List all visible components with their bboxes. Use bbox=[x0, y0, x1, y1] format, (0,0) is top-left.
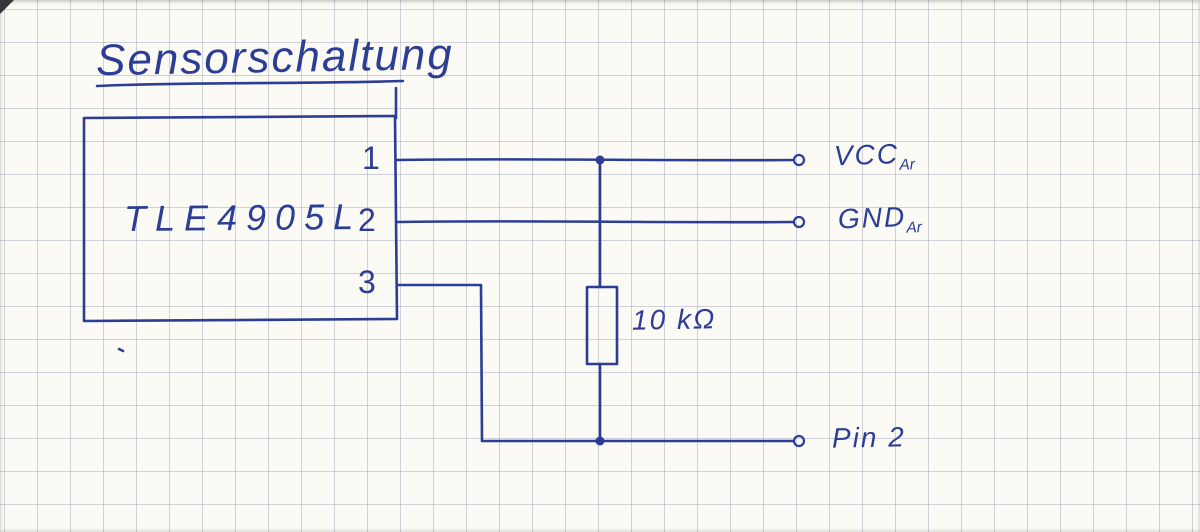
pin-number-1: 1 bbox=[362, 140, 380, 176]
terminal-vcc bbox=[792, 153, 806, 167]
component-label: TLE4905L bbox=[123, 195, 363, 240]
wire-gnd bbox=[395, 219, 795, 224]
net-label-gnd-text: GND bbox=[837, 201, 907, 235]
pin-number-3: 3 bbox=[358, 264, 376, 300]
net-label-gnd-subscript: Ar bbox=[906, 219, 923, 237]
ink-speck bbox=[117, 347, 125, 353]
wire-out bbox=[395, 283, 795, 443]
wire-vcc bbox=[395, 157, 795, 162]
net-label-vcc: VCCAr bbox=[833, 138, 916, 176]
net-label-gnd: GNDAr bbox=[837, 201, 923, 239]
net-label-vcc-text: VCC bbox=[833, 138, 900, 172]
net-label-out: Pin 2 bbox=[831, 421, 907, 454]
pin-number-2: 2 bbox=[358, 202, 376, 238]
circuit-title: Sensorschaltung bbox=[95, 29, 455, 86]
net-label-vcc-subscript: Ar bbox=[899, 156, 916, 174]
junction-dot-vcc bbox=[595, 155, 605, 165]
resistor-body bbox=[585, 285, 619, 366]
junction-dot-out bbox=[595, 436, 605, 446]
resistor-value-label: 10 kΩ bbox=[631, 303, 717, 336]
scan-artifact bbox=[0, 0, 14, 14]
terminal-gnd bbox=[792, 215, 806, 229]
terminal-out bbox=[792, 434, 806, 448]
